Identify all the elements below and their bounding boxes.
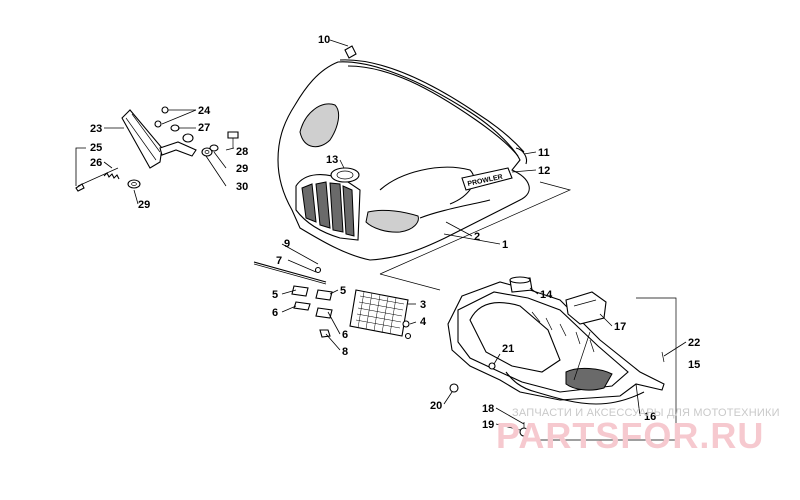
hood-seal-strip — [515, 147, 528, 165]
label-16: 16 — [644, 411, 656, 423]
watermark: ЗАПЧАСТИ И АКСЕССУАРЫ ДЛЯ МОТОТЕХНИКИ PA… — [496, 407, 780, 456]
storage-tub-ribs — [531, 311, 595, 353]
hood-headlight-opening — [365, 209, 419, 233]
headlight-bracket — [159, 141, 197, 157]
watermark-logo: PARTSFOR.RU — [496, 415, 764, 456]
hood-right-hump — [379, 166, 475, 205]
label-24: 24 — [198, 105, 211, 117]
label-22: 22 — [688, 337, 700, 349]
label-1: 1 — [502, 239, 508, 251]
label-6-left: 6 — [272, 307, 278, 319]
hood-assembly: PROWLER — [277, 59, 572, 291]
label-27: 27 — [198, 122, 210, 134]
grille-screen-assembly — [253, 261, 412, 340]
label-10: 10 — [318, 34, 330, 46]
hood-left-vent — [299, 103, 340, 148]
storage-tub-pocket — [565, 367, 613, 391]
label-15: 15 — [688, 359, 700, 371]
bolt-28 — [227, 131, 239, 148]
washer-29-30 — [201, 144, 219, 157]
label-19: 19 — [482, 419, 494, 431]
label-5-right: 5 — [340, 285, 346, 297]
adjuster-spring-26 — [75, 167, 120, 192]
screw-7 — [314, 266, 322, 274]
label-11: 11 — [538, 147, 550, 159]
storage-tub-assembly — [447, 276, 677, 441]
label-4: 4 — [420, 316, 427, 328]
grille-screen — [349, 289, 409, 337]
screw-24 — [154, 106, 169, 128]
storage-tub-rim — [457, 291, 629, 393]
hood-decal-panel — [461, 167, 513, 191]
hood-lower-lip — [419, 199, 491, 219]
watermark-caption: ЗАПЧАСТИ И АКСЕССУАРЫ ДЛЯ МОТОТЕХНИКИ — [512, 407, 780, 419]
label-3: 3 — [420, 299, 426, 311]
label-26: 26 — [90, 157, 102, 169]
cap-14 — [509, 276, 533, 293]
screw-4 — [402, 320, 410, 328]
headlight-assembly — [75, 106, 239, 192]
label-12: 12 — [538, 165, 550, 177]
label-29-lower: 29 — [138, 199, 150, 211]
part-number-labels: 10 11 12 13 1 2 23 24 27 25 26 28 29 30 … — [90, 34, 700, 431]
rod-9 — [253, 261, 327, 283]
fastener-21 — [488, 362, 496, 370]
label-17: 17 — [614, 321, 626, 333]
hood-grille-slats — [301, 181, 355, 237]
seal-strip-18 — [505, 371, 645, 405]
grille-mesh — [355, 291, 405, 335]
label-5-left: 5 — [272, 289, 278, 301]
label-20: 20 — [430, 400, 442, 412]
nut-20 — [449, 383, 459, 393]
screw-19 — [519, 422, 529, 437]
nut-27 — [170, 124, 194, 143]
leader-lines — [75, 39, 687, 431]
label-13: 13 — [326, 154, 338, 166]
hood-pin — [344, 45, 357, 59]
headlight-lens — [121, 109, 163, 169]
storage-tub-inner — [469, 301, 561, 373]
bracket-frame-15 — [540, 297, 677, 441]
label-6-right: 6 — [342, 329, 348, 341]
label-23: 23 — [90, 123, 102, 135]
label-7: 7 — [276, 255, 282, 267]
hood-emblem — [330, 167, 360, 183]
pin-22 — [661, 351, 665, 363]
hood-rim — [339, 59, 525, 153]
label-18: 18 — [482, 403, 494, 415]
hood-rim-inner — [347, 65, 519, 157]
label-14: 14 — [540, 289, 553, 301]
nut-8 — [319, 329, 331, 338]
hood-bracket-line — [379, 181, 572, 275]
label-9: 9 — [284, 238, 290, 250]
label-30: 30 — [236, 181, 248, 193]
label-8: 8 — [342, 346, 348, 358]
label-2: 2 — [474, 231, 480, 243]
label-29-upper: 29 — [236, 163, 248, 175]
label-21: 21 — [502, 343, 514, 355]
label-28: 28 — [236, 146, 248, 158]
washer-29-lower — [127, 179, 141, 189]
label-25: 25 — [90, 142, 102, 154]
clip-5-6 — [291, 285, 333, 319]
